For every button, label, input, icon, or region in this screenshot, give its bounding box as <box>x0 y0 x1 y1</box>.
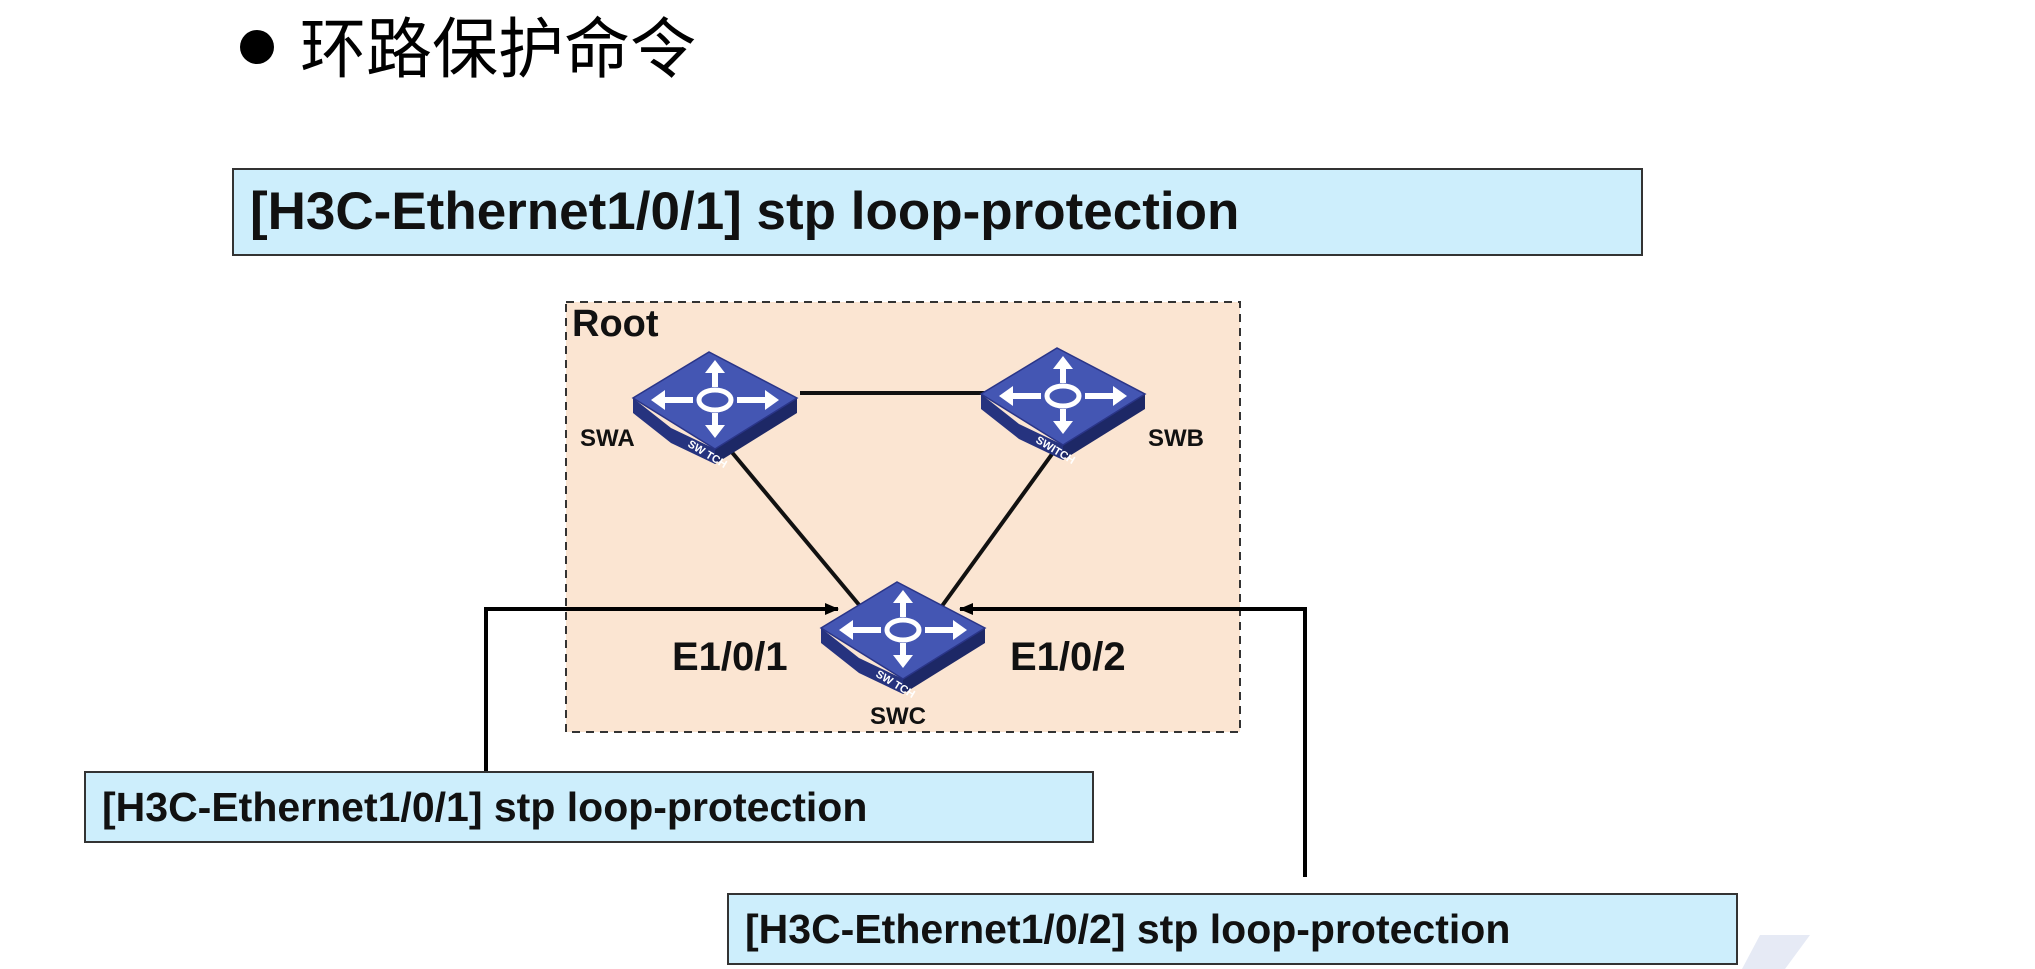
callout-arrow-e1-0-2 <box>959 603 1307 877</box>
link-swb-swc <box>940 448 1057 608</box>
root-label: Root <box>572 303 659 345</box>
main-command-text: [H3C-Ethernet1/0/1] stp loop-protection <box>250 182 1240 241</box>
main-command-box: [H3C-Ethernet1/0/1] stp loop-protection <box>232 168 1643 256</box>
port-e1-0-2-label: E1/0/2 <box>1010 635 1126 679</box>
slide-title: 环路保护命令 <box>300 11 696 88</box>
switch-swc-label: SWC <box>870 703 926 730</box>
port-e1-0-1-label: E1/0/1 <box>672 635 788 679</box>
port2-command-box: [H3C-Ethernet1/0/2] stp loop-protection <box>727 893 1738 965</box>
port2-command-text: [H3C-Ethernet1/0/2] stp loop-protection <box>745 906 1511 952</box>
switch-swa-label: SWA <box>580 425 635 452</box>
port1-command-box: [H3C-Ethernet1/0/1] stp loop-protection <box>84 771 1094 843</box>
bullet-dot <box>240 30 274 64</box>
port1-command-text: [H3C-Ethernet1/0/1] stp loop-protection <box>102 784 868 830</box>
switch-swb-label: SWB <box>1148 425 1204 452</box>
link-swa-swc <box>728 448 862 608</box>
callout-arrow-e1-0-1 <box>484 603 839 771</box>
decorative-corner-shape <box>1742 935 1810 969</box>
